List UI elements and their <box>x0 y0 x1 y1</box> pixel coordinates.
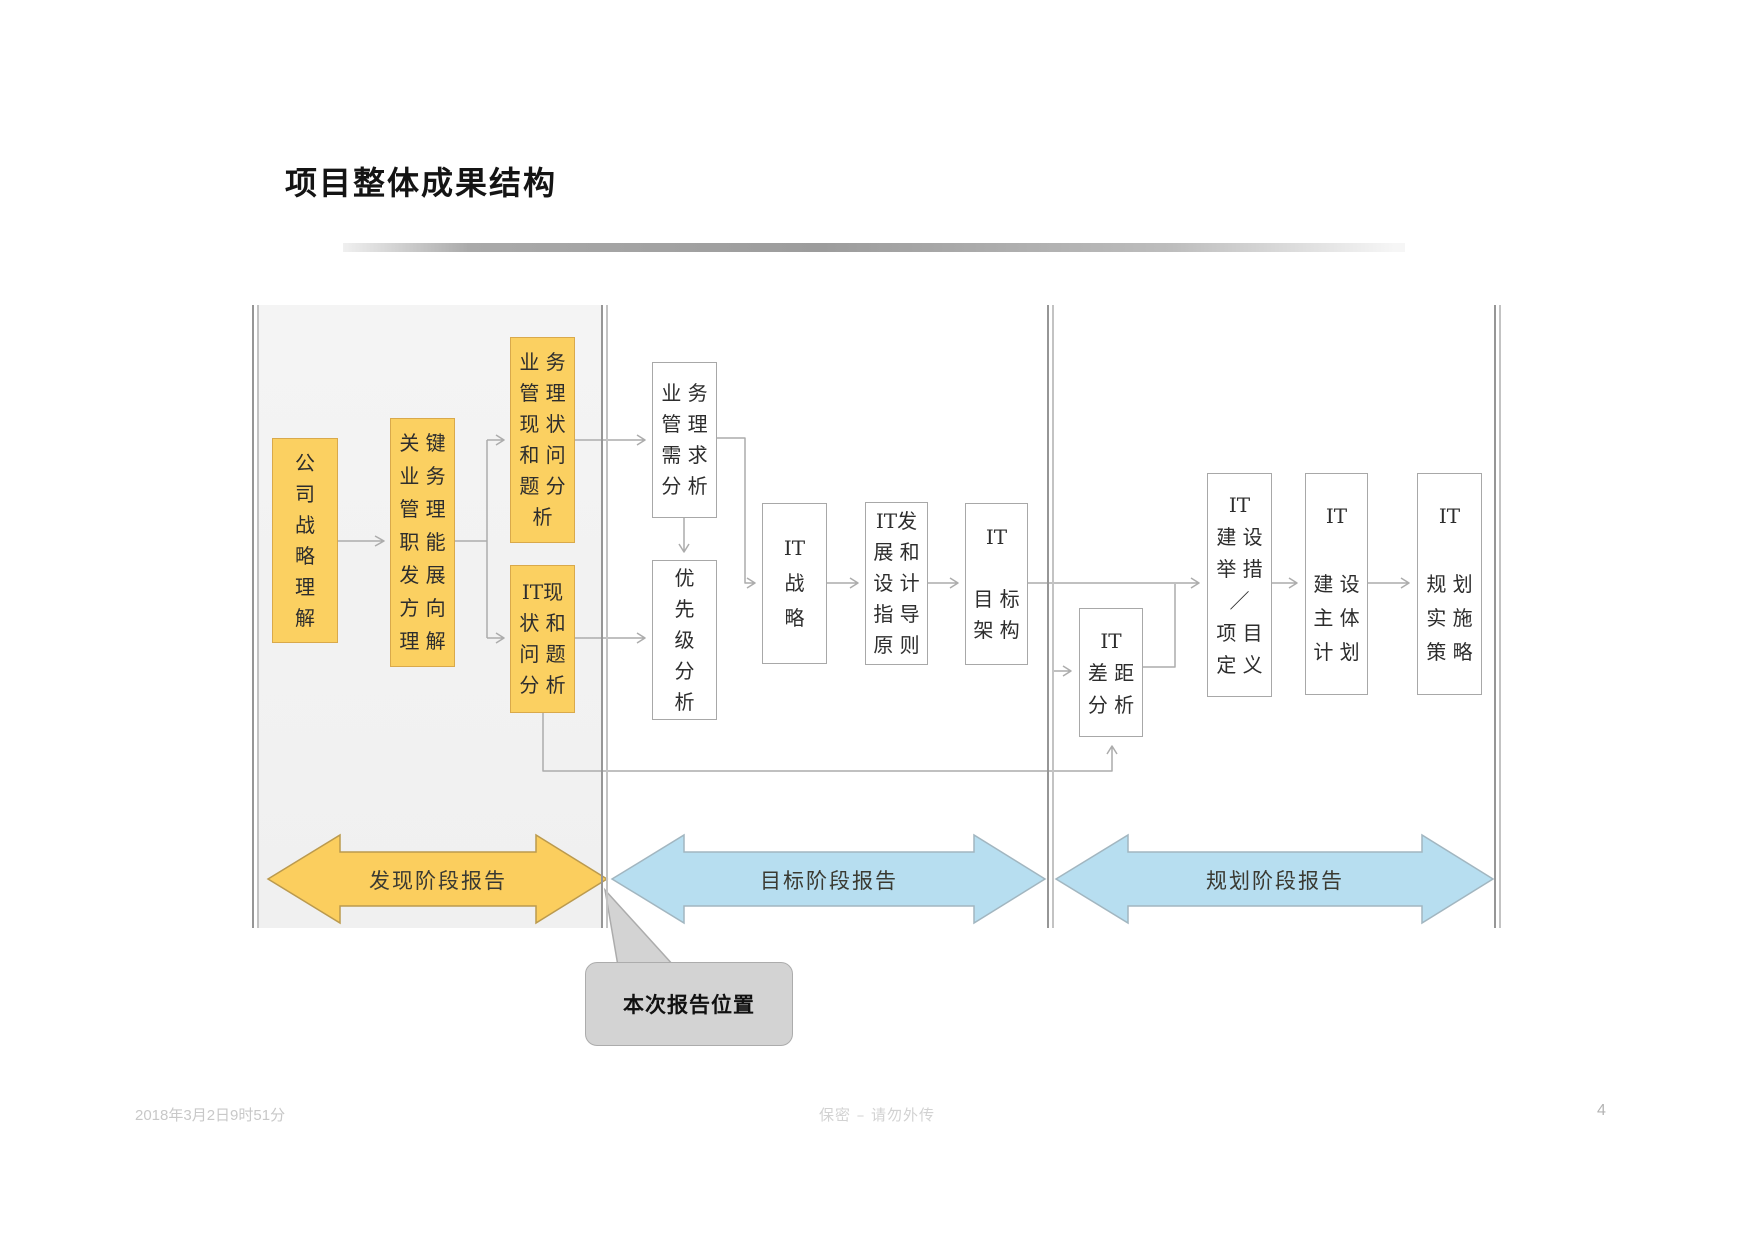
box-priority-analysis: 优 先 级 分 析 <box>652 560 717 720</box>
connector-divider-to-gap <box>1052 665 1072 677</box>
connector-principles-to-targetarch <box>928 577 959 589</box>
box-it-construction-plan: IT 建 设 主 体 计 划 <box>1305 473 1368 695</box>
planning-phase-arrow <box>1054 833 1495 925</box>
box-business-status-analysis: 业 务 管 理 现 状 和 问 题 分 析 <box>510 337 575 543</box>
footer-confidential: 保密 – 请勿外传 <box>818 1106 936 1124</box>
phase-divider-3 <box>1047 305 1054 928</box>
footer-datetime: 2018年3月2日9时51分 <box>135 1107 286 1124</box>
box-it-implementation-strategy: IT 规 划 实 施 策 略 <box>1417 473 1482 695</box>
connector-gap-join-main <box>1143 584 1176 668</box>
connector-key-branch <box>455 434 505 644</box>
box-it-strategy: IT 战 略 <box>762 503 827 664</box>
connector-bizneeds-to-itstrategy <box>717 437 756 589</box>
connector-bizneeds-to-priority <box>678 518 690 553</box>
page-title: 项目整体成果结构 <box>285 164 558 202</box>
connector-bizstatus-to-bizneeds <box>575 434 646 446</box>
connector-itstatus-to-priority <box>575 632 646 644</box>
connector-targetarch-to-initiatives <box>1028 577 1200 589</box>
discovery-phase-label: 发现阶段报告 <box>369 869 507 893</box>
planning-phase-label: 规划阶段报告 <box>1206 869 1344 893</box>
connector-itstrategy-to-principles <box>827 577 859 589</box>
box-it-initiatives-project-definition: IT 建 设 举 措 ／ 项 目 定 义 <box>1207 473 1272 697</box>
connector-plan-to-impl <box>1368 577 1410 589</box>
current-report-callout: 本次报告位置 <box>585 962 793 1046</box>
box-it-design-principles: IT发 展 和 设 计 指 导 原 则 <box>865 502 928 665</box>
phase-divider-4 <box>1494 305 1501 928</box>
target-phase-arrow <box>610 833 1047 925</box>
connector-company-to-key <box>338 535 385 547</box>
footer-page-number: 4 <box>1597 1102 1606 1119</box>
box-it-target-architecture: IT 目 标 架 构 <box>965 503 1028 665</box>
title-underline-bar <box>343 243 1405 252</box>
connector-initiatives-to-plan <box>1272 577 1298 589</box>
box-it-gap-analysis: IT 差 距 分 析 <box>1079 608 1143 737</box>
connector-itstatus-to-gap-long <box>542 713 1118 772</box>
box-business-needs-analysis: 业 务 管 理 需 求 分 析 <box>652 362 717 518</box>
box-key-business-functions: 关 键 业 务 管 理 职 能 发 展 方 向 理 解 <box>390 418 455 667</box>
phase-divider-2 <box>601 305 608 928</box>
box-it-status-analysis: IT现 状 和 问 题 分 析 <box>510 565 575 713</box>
box-company-strategy: 公 司 战 略 理 解 <box>272 438 338 643</box>
phase-divider-1 <box>252 305 259 928</box>
target-phase-label: 目标阶段报告 <box>760 869 898 893</box>
